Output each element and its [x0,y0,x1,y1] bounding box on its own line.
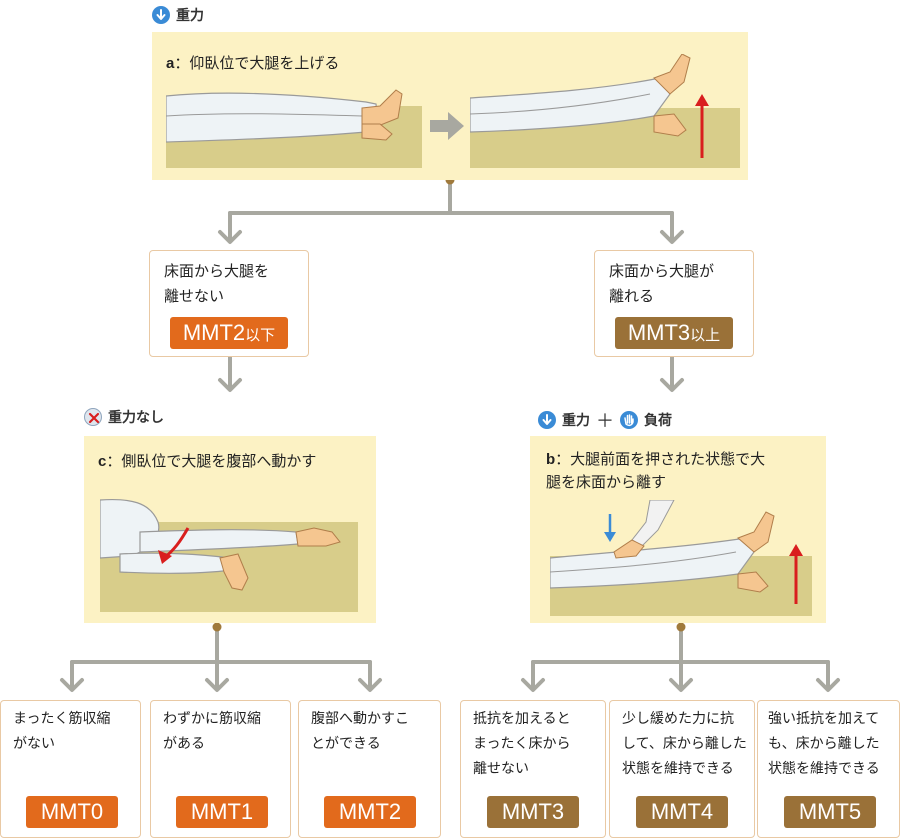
panel-b-title-line1: ：大腿前面を押された状態で大 [555,450,766,468]
no-gravity-heading-label: 重力なし [108,410,164,426]
panel-a-title-text: ：仰臥位で大腿を上げる [174,54,340,72]
badge-mmt0: MMT0 [26,796,118,828]
result-box-mmt1: わずかに筋収縮 がある MMT1 [150,700,291,838]
panel-c-title-text: ：側臥位で大腿を腹部へ動かす [106,452,317,470]
result-line1: 抵抗を加えると [473,711,571,727]
badge-mmt4: MMT4 [636,796,728,828]
result-box-mmt5: 強い抵抗を加えて も、床から離した 状態を維持できる MMT5 [757,700,900,838]
plus-sign: ＋ [596,411,614,432]
badge-mmt2-below: MMT2以下 [170,317,288,349]
top-heading-label: 重力 [176,8,204,24]
result-line2: も、床から離した [768,736,880,752]
leg-lying-illustration [166,89,422,168]
hand-icon [620,411,638,429]
top-heading: 重力 [152,5,204,25]
mid-left-line2: 離せない [164,287,225,305]
load-heading-label: 負荷 [644,413,672,429]
result-line1: わずかに筋収縮 [163,711,261,727]
mid-left-box: 床面から大腿を 離せない MMT2以下 [149,250,309,357]
resisted-leg-illustration [550,500,812,616]
result-line2: がある [163,736,205,752]
gravity-heading-label: 重力 [562,413,590,429]
result-line2: がない [13,736,55,752]
result-box-mmt3: 抵抗を加えると まったく床から 離せない MMT3 [460,700,606,838]
badge-mmt3-above: MMT3以上 [615,317,733,349]
badge-mmt1: MMT1 [176,796,268,828]
result-line1: 少し緩めた力に抗 [622,711,734,727]
gravity-load-heading: 重力 ＋ 負荷 [538,407,672,433]
result-line2: して、床から離した [622,736,747,752]
badge-mmt5: MMT5 [784,796,876,828]
down-arrow-circle-icon [538,411,556,429]
panel-a: a：仰臥位で大腿を上げる [152,32,748,180]
result-line3: 状態を維持できる [768,761,880,777]
transition-arrow-icon [430,112,464,140]
badge-mmt2: MMT2 [324,796,416,828]
mid-right-line2: 離れる [609,287,655,305]
badge-mmt3: MMT3 [487,796,579,828]
result-box-mmt0: まったく筋収縮 がない MMT0 [0,700,141,838]
result-line3: 離せない [473,761,529,777]
result-line3: 状態を維持できる [622,761,734,777]
mid-right-line1: 床面から大腿が [609,262,715,280]
panel-b-title-line2: 腿を床面から離す [546,473,667,491]
result-line1: 強い抵抗を加えて [768,711,880,727]
panel-c: c：側臥位で大腿を腹部へ動かす [84,436,376,623]
result-box-mmt2: 腹部へ動かすこ とができる MMT2 [298,700,441,838]
panel-b: b：大腿前面を押された状態で大 腿を床面から離す [530,436,826,623]
panel-c-title: c：側臥位で大腿を腹部へ動かす [98,450,316,473]
panel-b-title: b：大腿前面を押された状態で大 腿を床面から離す [546,448,765,493]
result-box-mmt4: 少し緩めた力に抗 して、床から離した 状態を維持できる MMT4 [609,700,755,838]
leg-raised-illustration [470,54,740,168]
panel-a-title: a：仰臥位で大腿を上げる [166,52,339,75]
result-line2: まったく床から [473,736,571,752]
result-line2: とができる [311,736,381,752]
panel-c-prefix: c [98,453,107,470]
mid-left-line1: 床面から大腿を [164,262,270,280]
panel-a-prefix: a [166,55,175,72]
down-arrow-circle-icon [152,6,170,24]
no-gravity-x-icon [84,408,102,426]
result-line1: まったく筋収縮 [13,711,111,727]
mid-right-box: 床面から大腿が 離れる MMT3以上 [594,250,754,357]
result-line1: 腹部へ動かすこ [311,711,409,727]
panel-b-prefix: b [546,451,556,468]
no-gravity-heading: 重力なし [84,407,164,427]
side-lying-illustration [100,498,358,612]
